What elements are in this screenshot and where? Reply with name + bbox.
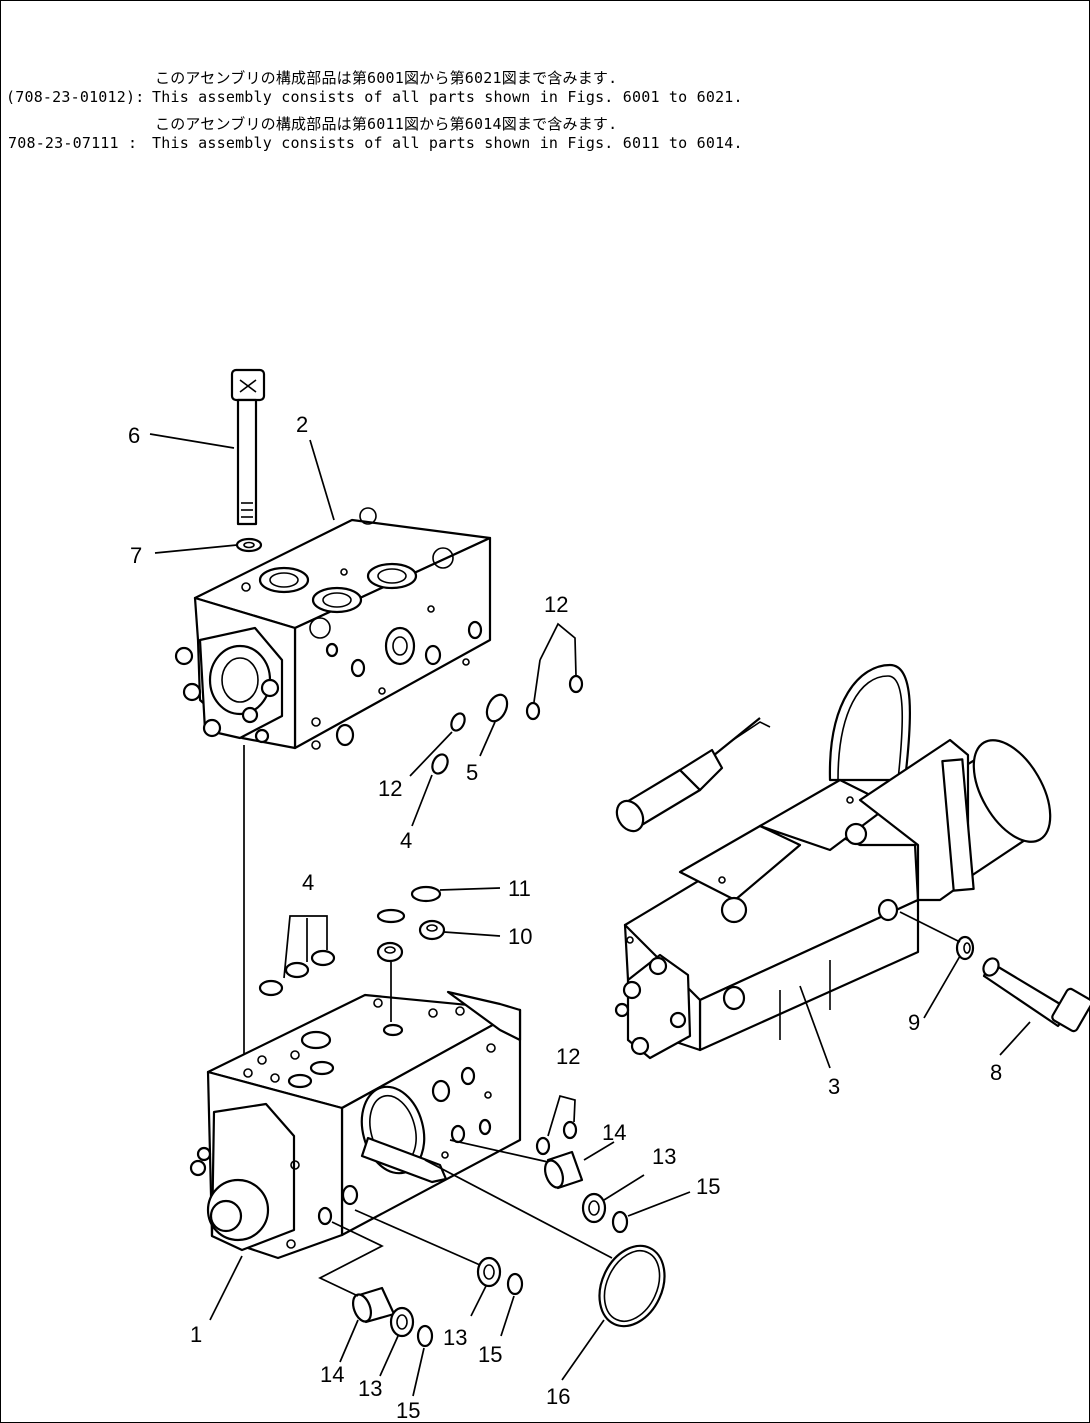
callout-9: 9: [908, 1010, 920, 1035]
o-ring-4-lower-c[interactable]: [310, 949, 336, 967]
plug-13-middle[interactable]: [476, 1256, 502, 1288]
o-ring-12-lower-b[interactable]: [562, 1120, 578, 1140]
o-ring-15-left[interactable]: [416, 1324, 434, 1348]
callout-13-middle: 13: [443, 1325, 467, 1350]
header-line2-code: 708-23-07111 :: [8, 134, 138, 152]
plug-10-b[interactable]: [376, 941, 404, 963]
o-ring-16[interactable]: [587, 1235, 677, 1336]
callout-5: 5: [466, 760, 478, 785]
callout-13-right: 13: [652, 1144, 676, 1169]
header-line1-en: This assembly consists of all parts show…: [152, 88, 743, 106]
o-ring-12-upper-right-b[interactable]: [568, 674, 584, 694]
washer-9[interactable]: [955, 935, 975, 961]
callout-14-left: 14: [320, 1362, 344, 1387]
assembly-guides: [318, 1139, 613, 1297]
header-line2-jp: このアセンブリの構成部品は第6011図から第6014図まで含みます.: [155, 115, 618, 133]
callout-15-right: 15: [696, 1174, 720, 1199]
callout-14-right: 14: [602, 1120, 626, 1145]
o-ring-4-lower-a[interactable]: [258, 979, 284, 997]
callout-4-lower: 4: [302, 870, 314, 895]
o-ring-12-lower-a[interactable]: [535, 1136, 551, 1156]
callout-12-upper-right: 12: [544, 592, 568, 617]
solenoid-valve-3[interactable]: [612, 663, 1066, 1060]
callout-6: 6: [128, 423, 140, 448]
sleeve-14-left[interactable]: [350, 1286, 396, 1324]
callout-7: 7: [130, 543, 142, 568]
callout-11: 11: [508, 876, 531, 901]
o-ring-4-upper[interactable]: [429, 752, 450, 776]
callout-15-left: 15: [396, 1398, 420, 1423]
callout-4-upper: 4: [400, 828, 412, 853]
callout-15-middle: 15: [478, 1342, 502, 1367]
header-line2-en: This assembly consists of all parts show…: [152, 134, 743, 152]
callout-8: 8: [990, 1060, 1002, 1085]
o-ring-11[interactable]: [410, 885, 442, 903]
callout-12-lower: 12: [556, 1044, 580, 1069]
bolt-8-guide: [899, 911, 961, 943]
valve-block-2[interactable]: [174, 507, 492, 750]
bolt-6[interactable]: [230, 368, 266, 526]
header-line1-jp: このアセンブリの構成部品は第6001図から第6021図まで含みます.: [155, 69, 618, 87]
callout-10: 10: [508, 924, 532, 949]
callout-12-upper-left: 12: [378, 776, 402, 801]
callout-3: 3: [828, 1074, 840, 1099]
callout-1: 1: [190, 1322, 202, 1347]
plug-13-left[interactable]: [389, 1306, 415, 1338]
o-ring-15-middle[interactable]: [506, 1272, 524, 1296]
o-ring-12-upper-right-a[interactable]: [525, 701, 541, 721]
plug-13-right[interactable]: [581, 1192, 607, 1224]
callout-16: 16: [546, 1384, 570, 1409]
callout-13-left: 13: [358, 1376, 382, 1401]
leader-lines: [149, 433, 1031, 1397]
o-ring-12-upper-left[interactable]: [449, 711, 467, 732]
sleeve-14-right[interactable]: [542, 1150, 584, 1190]
bolt-8[interactable]: [980, 956, 1090, 1033]
o-ring-4-lower-b[interactable]: [284, 961, 310, 979]
plug-10-a[interactable]: [418, 919, 446, 941]
o-ring-15-right[interactable]: [611, 1210, 629, 1234]
washer-7[interactable]: [235, 537, 263, 553]
callout-2: 2: [296, 412, 308, 437]
o-ring-5[interactable]: [483, 692, 511, 725]
header-line1-code: (708-23-01012):: [6, 88, 145, 106]
valve-block-1[interactable]: [189, 990, 522, 1260]
o-ring-11-lower[interactable]: [376, 908, 406, 924]
